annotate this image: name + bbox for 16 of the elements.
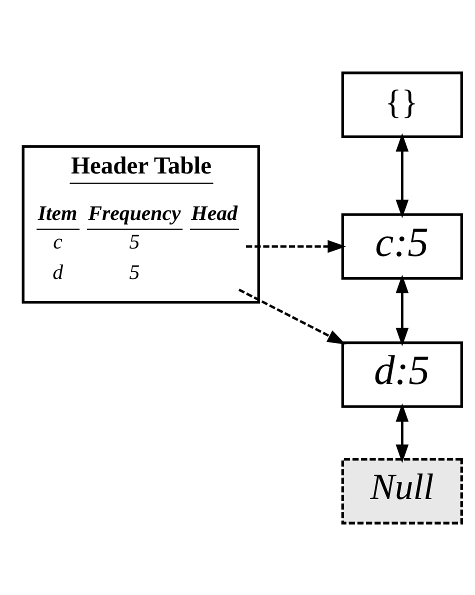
label: Item — [38, 200, 78, 225]
node-box: d:5 — [341, 340, 464, 408]
arrow — [396, 402, 409, 462]
node-box: {} — [341, 71, 464, 138]
arrow — [396, 274, 409, 346]
label: 5 — [129, 260, 140, 284]
label: Head — [191, 200, 238, 225]
arrow — [238, 288, 346, 344]
label: d — [52, 260, 63, 284]
node-box: c:5 — [341, 212, 464, 280]
arrow — [396, 132, 409, 218]
label: c — [53, 228, 62, 253]
label: Frequency — [88, 200, 181, 225]
label: 5 — [129, 228, 140, 253]
arrow — [246, 240, 346, 252]
node-box: Null — [341, 457, 464, 524]
